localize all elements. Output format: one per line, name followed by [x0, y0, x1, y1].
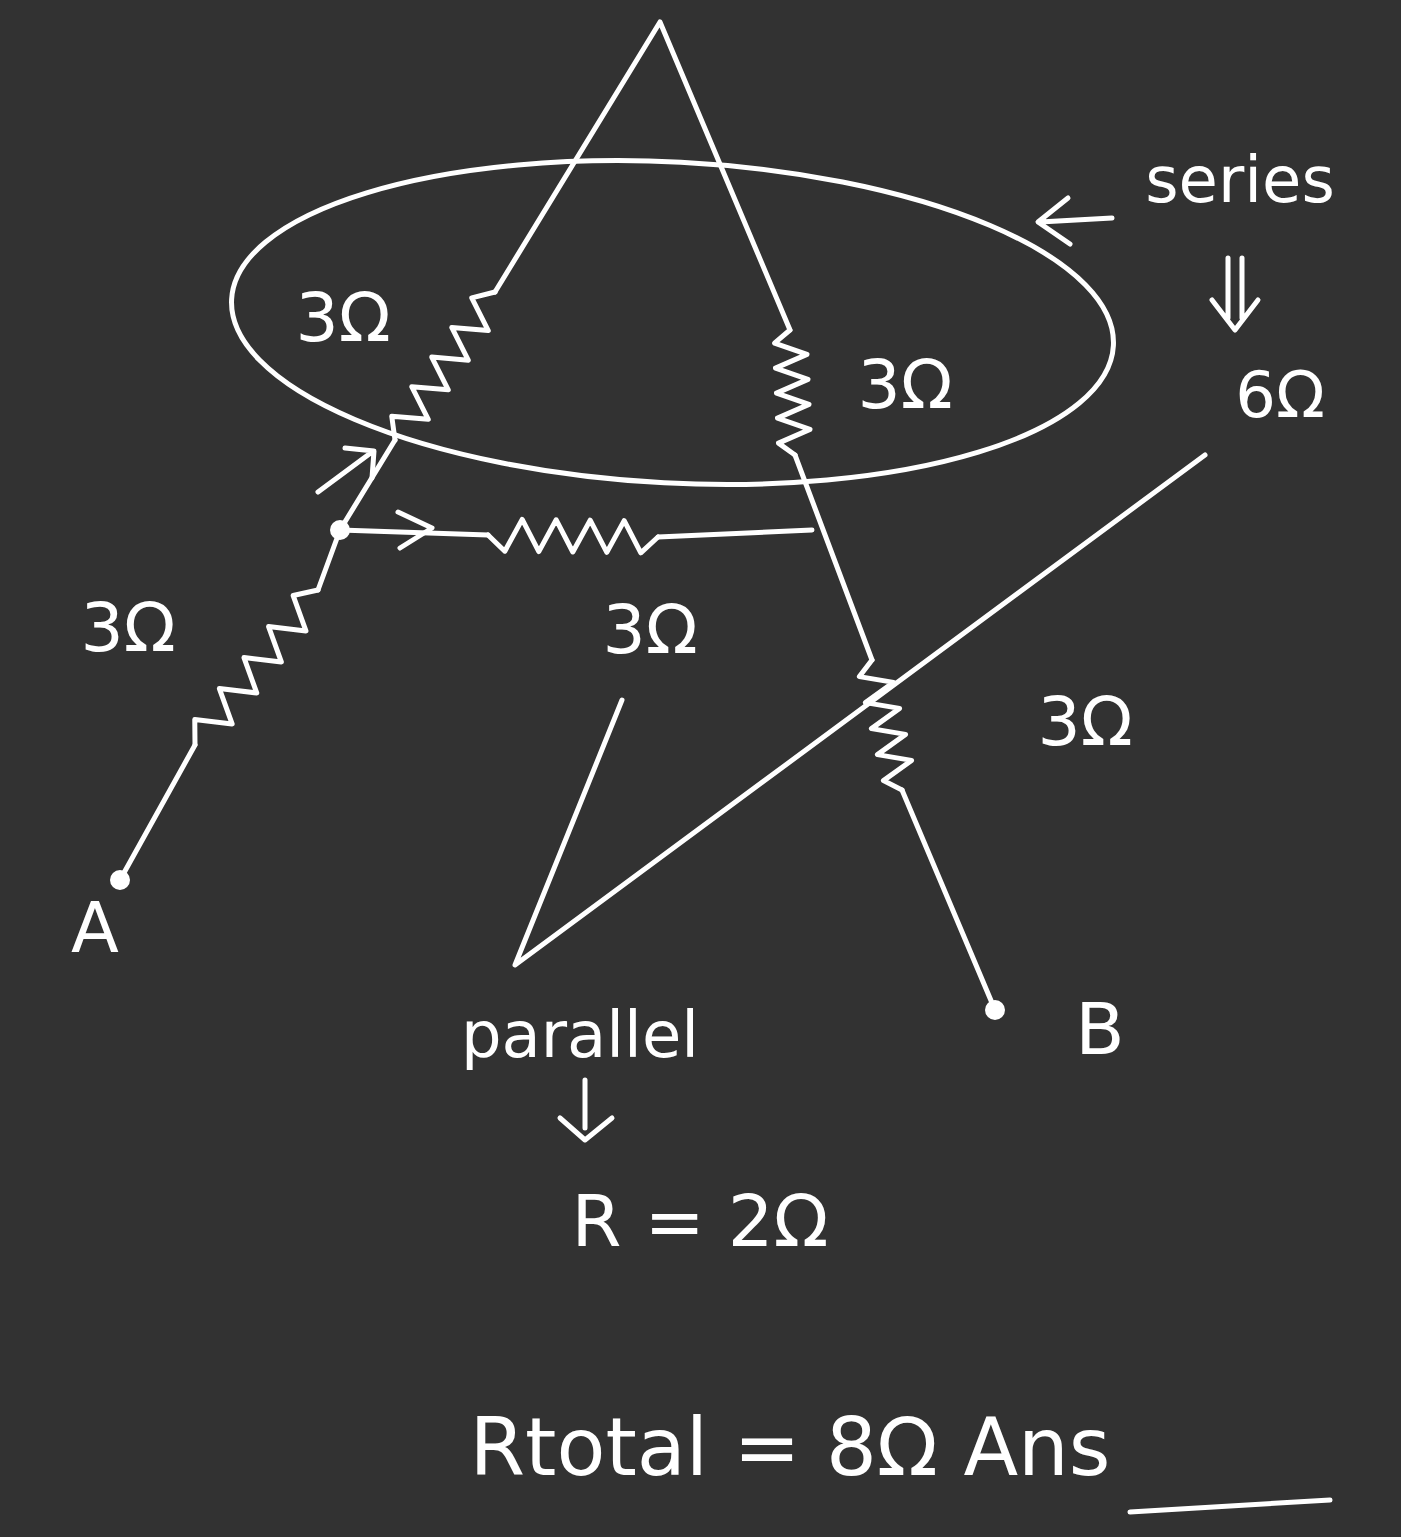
wire — [120, 745, 195, 880]
current-arrow — [318, 448, 374, 492]
pointer-arrow — [1212, 258, 1258, 330]
resistance-value: 3Ω — [857, 348, 952, 423]
annotation-note: R = 2Ω — [572, 1182, 829, 1261]
resistance-value: 3Ω — [80, 591, 175, 666]
resistance-value: 3Ω — [602, 593, 697, 668]
wire — [318, 440, 395, 590]
annotation-note: parallel — [461, 1000, 699, 1070]
pointer-arrow — [1038, 198, 1112, 244]
terminal-dot — [112, 872, 128, 888]
junction-dot — [332, 522, 348, 538]
resistance-value: 3Ω — [1037, 685, 1132, 760]
annotation-note: series — [1145, 145, 1335, 215]
terminal-dot — [987, 1002, 1003, 1018]
ellipse-outline — [225, 150, 1120, 495]
resistance-value: 3Ω — [295, 281, 390, 356]
resistor-symbol — [195, 590, 318, 745]
terminal-label: B — [1075, 990, 1124, 1069]
resistor-symbol — [392, 292, 495, 440]
answer-text: Rtotal = 8Ω Ans — [470, 1404, 1111, 1492]
underline — [1130, 1500, 1330, 1512]
wire — [495, 22, 790, 330]
terminal-label: A — [71, 890, 119, 967]
resistor-symbol — [775, 330, 810, 455]
wire — [795, 455, 872, 660]
wire — [340, 530, 488, 535]
pointer-arrow — [560, 1080, 612, 1140]
resistor-symbol — [488, 519, 658, 552]
series-group-ellipse: 3Ω 3Ω — [225, 150, 1120, 495]
resistor-symbol — [859, 660, 911, 790]
wire — [902, 790, 995, 1010]
current-arrow — [398, 512, 432, 548]
wire — [658, 530, 812, 537]
annotation-note: 6Ω — [1235, 360, 1325, 430]
